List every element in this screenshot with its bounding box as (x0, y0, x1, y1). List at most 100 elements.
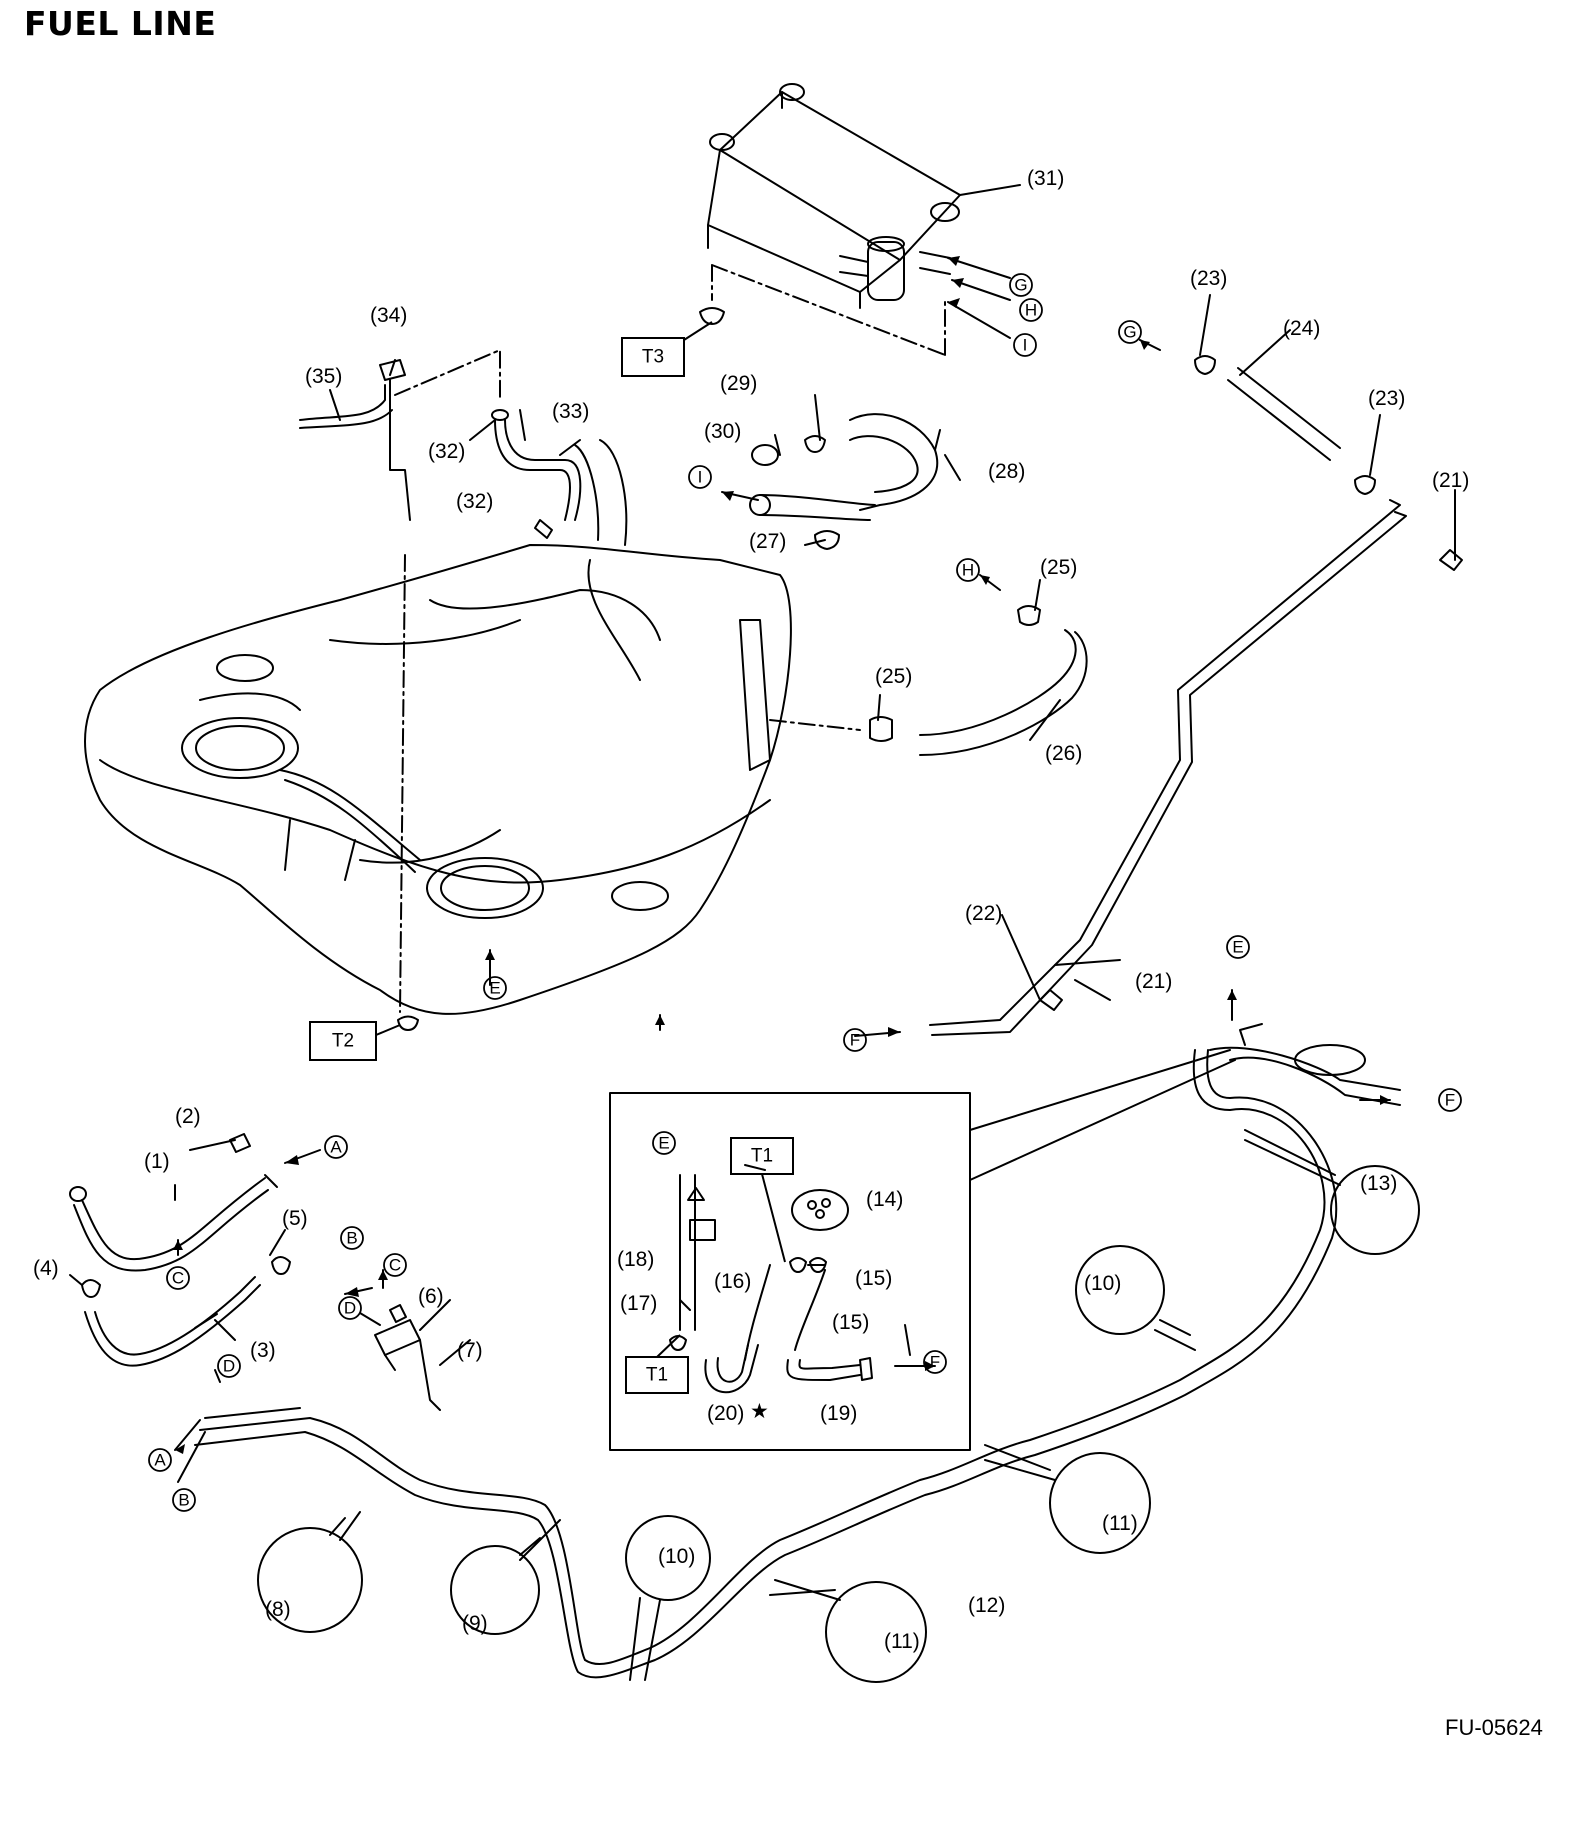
conn-circle-a-1 (324, 1135, 348, 1159)
conn-c-6: C (389, 1256, 401, 1275)
label-28: (28) (988, 460, 1025, 483)
label-32-lower: (32) (456, 490, 493, 513)
label-3: (3) (250, 1339, 276, 1362)
label-21-bottom: (21) (1135, 970, 1172, 993)
dashdot-line-34 (399, 554, 406, 1013)
dashdot-line-26 (769, 719, 861, 731)
dashdot-line-35 (394, 349, 501, 401)
conn-circle-c-6 (383, 1253, 407, 1277)
tag-t1-lower: T1 (646, 1365, 668, 1386)
tag-box-t3 (621, 337, 685, 377)
leader-lines (69, 184, 1456, 1366)
detail-inset-parts (669, 1174, 873, 1394)
conn-i-mid: I (698, 468, 703, 487)
conn-e-right: E (1232, 938, 1243, 957)
conn-circle-b-bottom (172, 1488, 196, 1512)
tag-t3: T3 (642, 347, 664, 368)
conn-d-6: D (344, 1299, 356, 1318)
label-23-right: (23) (1368, 387, 1405, 410)
label-23-left: (23) (1190, 267, 1227, 290)
conn-d-3: D (223, 1357, 235, 1376)
star-20: ★ (750, 1400, 769, 1423)
conn-circle-f-right (1438, 1088, 1462, 1112)
conn-g-top: G (1014, 276, 1027, 295)
conn-g-right: G (1123, 323, 1136, 342)
label-18: (18) (617, 1248, 654, 1271)
conn-circle-e-tank (483, 976, 507, 1000)
label-35: (35) (305, 365, 342, 388)
conn-circle-i-mid (688, 465, 712, 489)
conn-b-bottom: B (178, 1491, 189, 1510)
clip-detail-11a (825, 1581, 927, 1683)
hose-28 (749, 413, 939, 550)
conn-a-1: A (330, 1138, 342, 1157)
label-19: (19) (820, 1402, 857, 1425)
tag-t2: T2 (332, 1031, 354, 1052)
label-15-lower: (15) (832, 1311, 869, 1334)
label-12: (12) (968, 1594, 1005, 1617)
bracket-6-7 (374, 1304, 441, 1411)
label-21-top: (21) (1432, 469, 1469, 492)
label-32-upper: (32) (428, 440, 465, 463)
label-31: (31) (1027, 167, 1064, 190)
arrow-lines (174, 257, 1391, 1483)
label-22: (22) (965, 902, 1002, 925)
fuel-tank (84, 439, 792, 1015)
conn-circle-c-1 (166, 1266, 190, 1290)
conn-h-mid: H (962, 561, 974, 580)
label-29: (29) (720, 372, 757, 395)
clip-detail-10b (1075, 1245, 1165, 1335)
clip-detail-11b (1049, 1452, 1151, 1554)
label-15-upper: (15) (855, 1267, 892, 1290)
label-6: (6) (418, 1285, 444, 1308)
conn-circle-d-3 (217, 1354, 241, 1378)
label-9: (9) (462, 1612, 488, 1635)
conn-circle-d-6 (338, 1296, 362, 1320)
label-10-lower: (10) (658, 1545, 695, 1568)
conn-circle-a-bottom (148, 1448, 172, 1472)
canister-31 (707, 83, 961, 309)
label-11-upper: (11) (1102, 1512, 1138, 1535)
clip-detail-10a (625, 1515, 711, 1601)
hose-26 (869, 605, 1088, 756)
conn-c-1: C (172, 1269, 184, 1288)
conn-circle-e-right (1226, 935, 1250, 959)
leader-lines-clips (329, 1129, 1341, 1681)
pipe-22 (929, 499, 1463, 1036)
conn-h-top: H (1025, 301, 1037, 320)
label-16: (16) (714, 1270, 751, 1293)
clip-detail-9 (450, 1545, 540, 1635)
conn-circle-f-inset (923, 1350, 947, 1374)
detail-leader (969, 1049, 1236, 1181)
conn-a-bottom: A (154, 1451, 166, 1470)
conn-e-inset: E (658, 1134, 669, 1153)
hose-33 (491, 409, 582, 539)
label-20: (20) (707, 1402, 744, 1425)
label-25-lower: (25) (875, 665, 912, 688)
label-25-upper: (25) (1040, 556, 1077, 579)
arrowheads (173, 256, 1390, 1454)
clip-detail-13 (1330, 1165, 1420, 1255)
label-2: (2) (175, 1105, 201, 1128)
conn-f-left: F (850, 1031, 860, 1050)
label-11-lower: (11) (884, 1630, 920, 1653)
label-27: (27) (749, 530, 786, 553)
label-1: (1) (144, 1150, 170, 1173)
pipe-1 (69, 1133, 278, 1272)
detail-inset-box (609, 1092, 971, 1451)
conn-circle-i-top (1013, 333, 1037, 357)
bracket-34-35 (299, 359, 411, 521)
clip-detail-8 (257, 1527, 363, 1633)
label-13: (13) (1360, 1172, 1397, 1195)
label-33: (33) (552, 400, 589, 423)
tag-box-t2 (309, 1021, 377, 1061)
conn-circle-g-right (1118, 320, 1142, 344)
conn-f-inset: F (930, 1353, 940, 1372)
page-title: FUEL LINE (24, 4, 217, 43)
grommet-t3 (699, 307, 725, 325)
label-17: (17) (620, 1292, 657, 1315)
label-4: (4) (33, 1257, 59, 1280)
conn-e-tank: E (489, 979, 500, 998)
conn-circle-f-left (843, 1028, 867, 1052)
